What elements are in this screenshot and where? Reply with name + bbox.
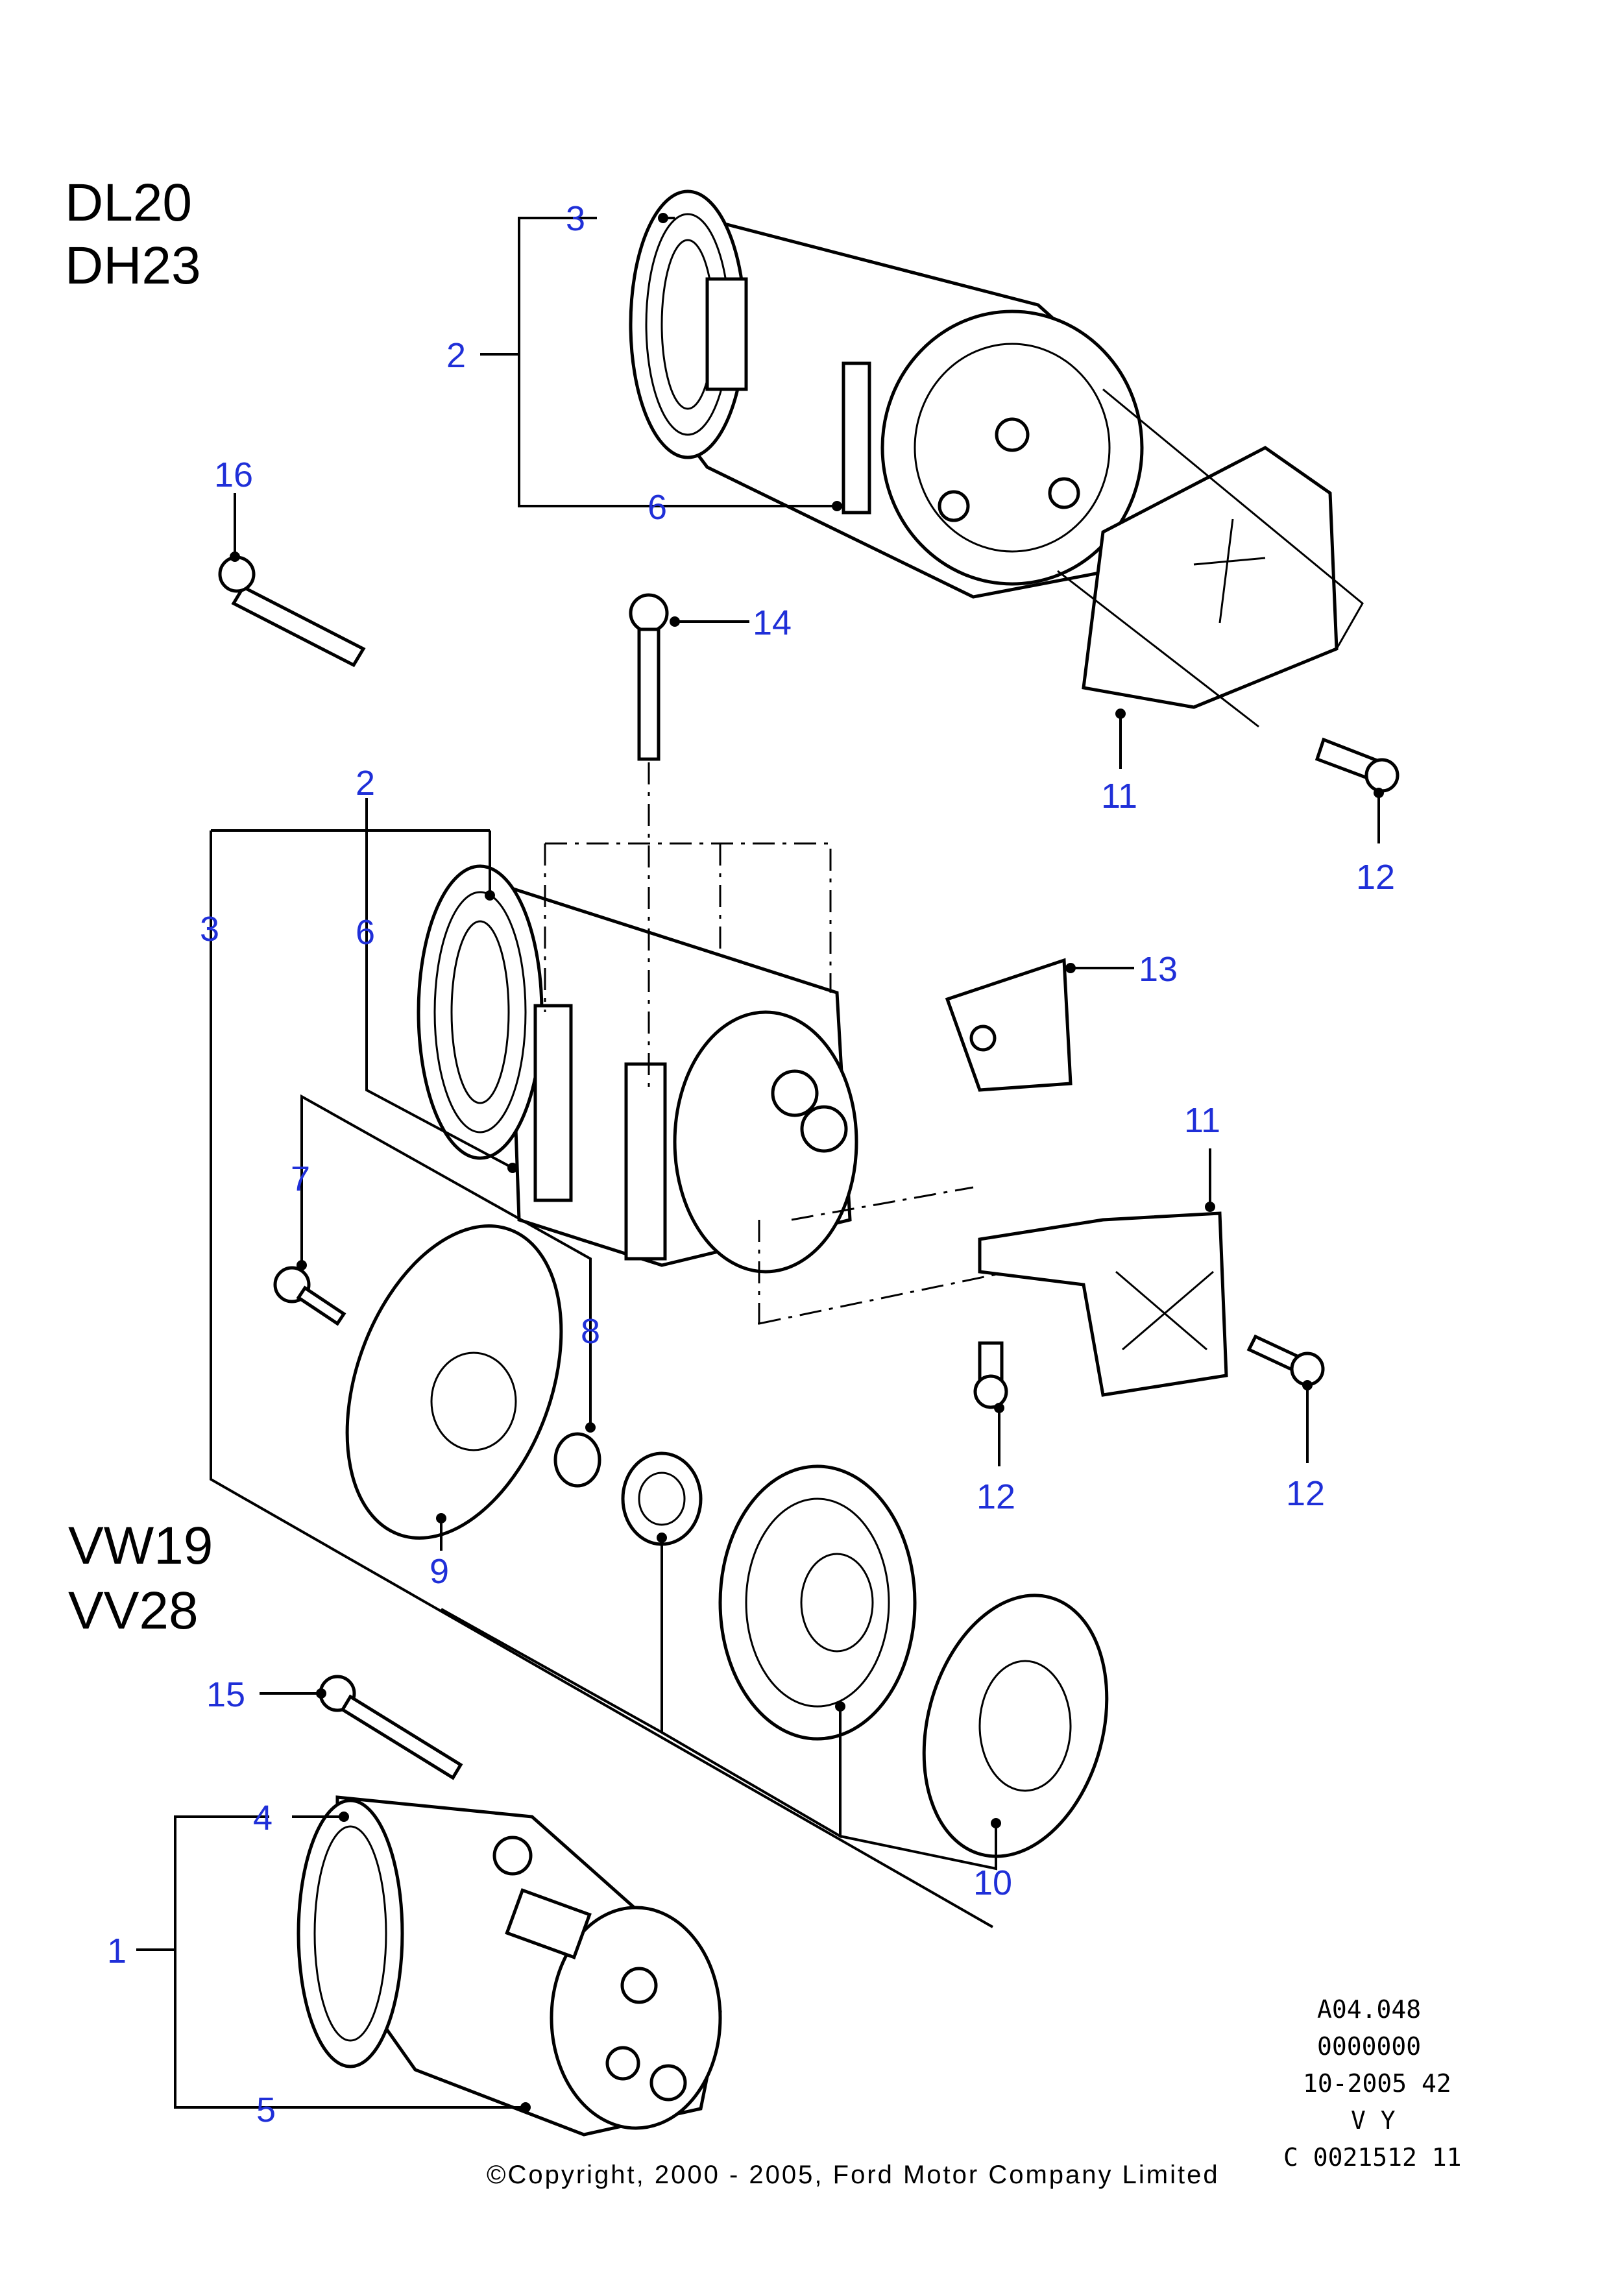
plate-9-illustration [345,1224,563,1540]
callout-5: 5 [256,2091,276,2129]
model-vw19: VW19 [68,1516,213,1575]
spacer-8-illustration [553,1432,601,1488]
bolt-12-mid-left-illustration [973,1341,1008,1409]
ref-line-3: 10-2005 42 [1303,2069,1451,2098]
ref-line-2: 0000000 [1317,2032,1421,2061]
callout-2-mid: 2 [356,764,375,803]
callout-1: 1 [107,1932,127,1970]
bolt-7-illustration [273,1266,346,1326]
hub-cover-10-illustration [922,1594,1109,1858]
compressor-top-illustration [629,189,1364,728]
callout-16: 16 [214,455,253,494]
bolt-15-illustration [319,1675,463,1780]
bearing-illustration [621,1451,703,1546]
callout-12-mid-right: 12 [1286,1474,1325,1513]
reference-code: A04.048 0000000 10-2005 42 V Y C 0021512… [1283,1995,1462,2172]
copyright-notice: ©Copyright, 2000 - 2005, Ford Motor Comp… [487,2161,1220,2189]
compressor-middle-illustration [417,762,1104,1325]
callout-3-mid: 3 [200,910,219,949]
callout-10: 10 [973,1863,1012,1902]
leader-dots [230,213,1384,2113]
ref-line-5: C 0021512 11 [1283,2143,1462,2172]
callout-6-mid: 6 [356,913,375,952]
model-dl20: DL20 [65,173,192,232]
callout-13: 13 [1139,950,1178,989]
callout-6-top: 6 [648,488,667,527]
callout-3-top: 3 [566,199,585,238]
callout-12-mid-left: 12 [976,1477,1015,1516]
callout-11-mid: 11 [1184,1101,1220,1140]
bolt-16-illustration [218,555,366,668]
pulley-illustration [718,1464,917,1741]
callout-11-top: 11 [1101,777,1137,816]
model-dh23: DH23 [65,236,201,295]
callout-2-top: 2 [446,336,466,375]
bolt-12-top-illustration [1315,737,1400,793]
model-vv28: VV28 [68,1581,199,1640]
bracket-11-mid-illustration [978,1211,1228,1397]
bracket-13-illustration [945,958,1073,1092]
callout-15: 15 [206,1675,245,1714]
leader-lines [136,217,1380,2109]
bolt-14-illustration [629,593,669,761]
bolt-12-mid-right-illustration [1246,1334,1325,1387]
callout-9: 9 [430,1552,449,1591]
ref-line-1: A04.048 [1317,1995,1421,2024]
callout-numbers: 3 2 6 16 14 11 12 2 3 6 13 11 7 8 12 12 … [107,199,1395,2129]
compressor-bottom-illustration [297,1795,722,2137]
callout-12-top: 12 [1356,858,1395,897]
callout-4: 4 [253,1799,273,1837]
callout-7: 7 [291,1159,310,1198]
callout-14: 14 [753,603,792,642]
callout-8: 8 [581,1312,600,1351]
ref-line-4: V Y [1351,2106,1396,2135]
